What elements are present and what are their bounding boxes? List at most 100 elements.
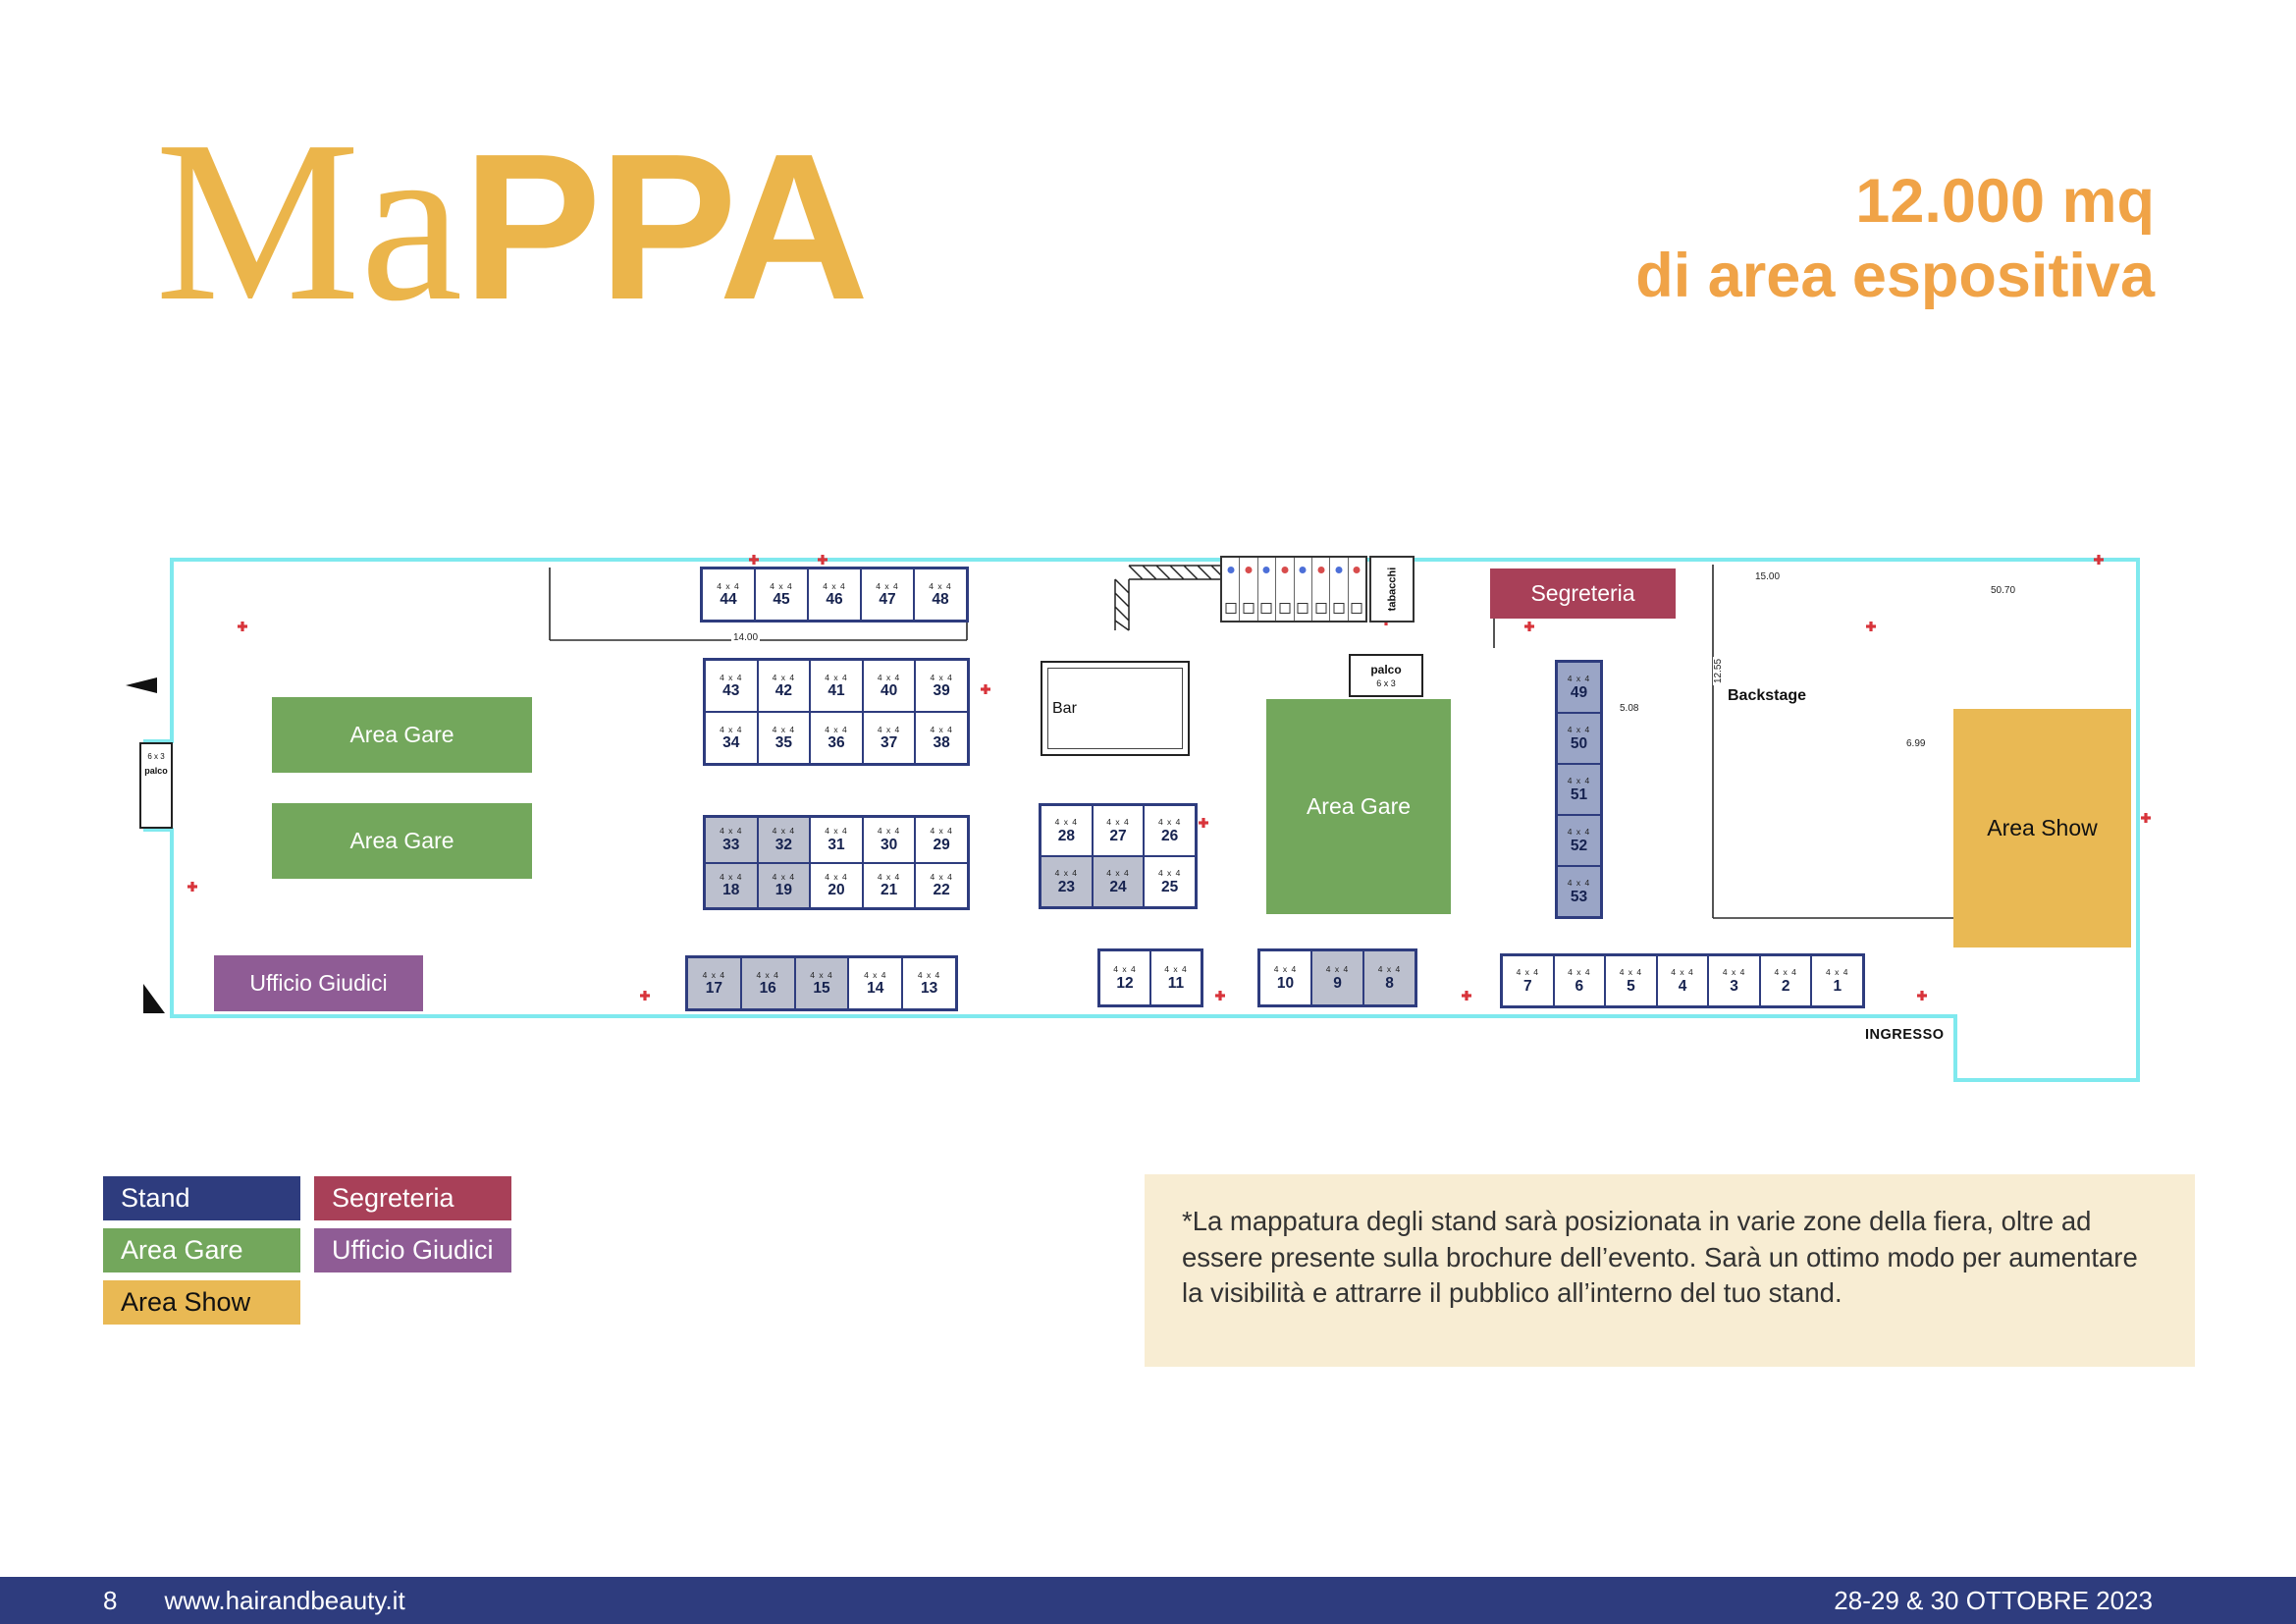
palco-size-label: 6 x 3 — [1376, 678, 1396, 688]
stand-cell: 4 x 4 13 — [902, 957, 956, 1009]
stand-cell: 4 x 4 46 — [808, 568, 861, 621]
stand-number: 6 — [1575, 977, 1584, 995]
event-dates: 28-29 & 30 OTTOBRE 2023 — [1834, 1585, 2153, 1615]
stand-row-44-48: 4 x 4 44 4 x 4 45 4 x 4 46 4 x 4 47 4 x … — [700, 567, 969, 623]
area-gare-zone: Area Gare — [1266, 699, 1451, 914]
stand-size-label: 4 x 4 — [930, 826, 953, 837]
fire-extinguisher-icon — [981, 684, 990, 694]
stand-number: 29 — [933, 836, 950, 853]
stand-size-label: 4 x 4 — [1106, 868, 1130, 878]
stand-cell: 4 x 4 49 — [1557, 662, 1601, 713]
stand-number: 8 — [1385, 974, 1394, 992]
stand-size-label: 4 x 4 — [756, 969, 779, 980]
stand-size-label: 4 x 4 — [876, 580, 899, 591]
stand-size-label: 4 x 4 — [1113, 964, 1137, 974]
legend-area-gare: Area Gare — [103, 1228, 300, 1272]
page-title-sans-part: PPA — [462, 110, 869, 343]
stand-size-label: 4 x 4 — [1157, 817, 1182, 827]
stand-number: 14 — [867, 980, 884, 997]
stand-size-label: 4 x 4 — [720, 672, 743, 682]
stand-number: 13 — [920, 980, 938, 997]
ufficio-giudici-zone: Ufficio Giudici — [214, 955, 423, 1011]
stand-size-label: 4 x 4 — [772, 826, 796, 837]
fire-extinguisher-icon — [2094, 555, 2104, 565]
stand-number: 50 — [1570, 734, 1588, 752]
stand-number: 24 — [1109, 878, 1127, 895]
dimension-label: 12.55 — [1713, 656, 1725, 686]
stand-size-label: 4 x 4 — [1164, 964, 1188, 974]
stand-block-26-28-23-25: 4 x 4 28 4 x 4 27 4 x 4 26 4 x 4 23 4 x … — [1039, 803, 1198, 909]
stand-cell: 4 x 4 26 — [1144, 805, 1197, 856]
stand-number: 38 — [933, 734, 950, 751]
stand-number: 43 — [722, 682, 740, 699]
stand-number: 20 — [828, 882, 845, 899]
stand-cell: 4 x 4 14 — [848, 957, 903, 1009]
stand-number: 23 — [1057, 878, 1075, 895]
stand-cell: 4 x 4 52 — [1557, 815, 1601, 866]
stand-size-label: 4 x 4 — [930, 871, 953, 882]
stand-number: 42 — [774, 682, 793, 699]
stand-number: 52 — [1570, 837, 1588, 854]
stand-size-label: 4 x 4 — [1325, 964, 1350, 974]
stand-number: 17 — [705, 980, 723, 997]
stand-cell: 4 x 4 11 — [1150, 950, 1201, 1005]
stand-size-label: 4 x 4 — [1567, 776, 1591, 785]
stand-size-label: 4 x 4 — [1106, 817, 1130, 827]
stand-size-label: 4 x 4 — [930, 672, 953, 682]
stand-number: 47 — [879, 591, 896, 608]
stand-number: 28 — [1057, 827, 1075, 844]
stand-cell: 4 x 4 7 — [1502, 955, 1554, 1006]
wc-stall — [1330, 558, 1349, 621]
stand-size-label: 4 x 4 — [810, 969, 833, 980]
stand-cell: 4 x 4 6 — [1553, 955, 1606, 1006]
fire-extinguisher-icon — [187, 882, 197, 892]
stand-number: 27 — [1109, 827, 1127, 844]
area-gare-zone: Area Gare — [272, 803, 532, 879]
stand-number: 32 — [774, 836, 793, 853]
stand-cell: 4 x 4 35 — [757, 712, 811, 764]
tabacchi-kiosk: tabacchi — [1369, 556, 1415, 623]
stand-size-label: 4 x 4 — [1671, 967, 1694, 977]
stand-size-label: 4 x 4 — [720, 724, 743, 734]
stand-cell: 4 x 4 28 — [1041, 805, 1093, 856]
wc-stall — [1240, 558, 1258, 621]
stand-cell: 4 x 4 42 — [757, 660, 811, 712]
stand-size-label: 4 x 4 — [1054, 868, 1079, 878]
dimension-label: 5.08 — [1618, 703, 1641, 714]
stand-cell: 4 x 4 17 — [687, 957, 741, 1009]
bar-area: Bar — [1041, 661, 1190, 756]
stand-size-label: 4 x 4 — [720, 826, 743, 837]
stand-size-label: 4 x 4 — [717, 580, 740, 591]
stand-number: 39 — [933, 682, 950, 699]
stand-number: 9 — [1333, 974, 1342, 992]
stand-cell: 4 x 4 22 — [915, 862, 968, 908]
stand-block-39-43-34-38: 4 x 4 43 4 x 4 42 4 x 4 41 4 x 4 40 4 x … — [703, 658, 970, 766]
stand-size-label: 4 x 4 — [877, 724, 901, 734]
stand-cell: 4 x 4 18 — [705, 862, 758, 908]
stand-number: 48 — [932, 591, 949, 608]
tabacchi-label: tabacchi — [1386, 567, 1399, 612]
fire-extinguisher-icon — [238, 622, 247, 631]
stand-number: 35 — [774, 734, 793, 751]
stand-cell: 4 x 4 27 — [1092, 805, 1145, 856]
stand-cell: 4 x 4 44 — [702, 568, 755, 621]
stand-size-label: 4 x 4 — [864, 969, 887, 980]
stand-cell: 4 x 4 53 — [1557, 866, 1601, 917]
stand-row-1-7: 4 x 4 7 4 x 4 6 4 x 4 5 4 x 4 4 4 x 4 3 … — [1500, 953, 1865, 1008]
wc-stall — [1295, 558, 1312, 621]
stand-row-11-12: 4 x 4 12 4 x 4 11 — [1097, 948, 1203, 1007]
stand-size-label: 4 x 4 — [1567, 827, 1591, 837]
stand-size-label: 4 x 4 — [917, 969, 941, 980]
note-box: *La mappatura degli stand sarà posiziona… — [1145, 1174, 2195, 1367]
palco-label: palco — [1370, 663, 1402, 677]
stand-row-13-17: 4 x 4 17 4 x 4 16 4 x 4 15 4 x 4 14 4 x … — [685, 955, 958, 1011]
legend-stand: Stand — [103, 1176, 300, 1220]
website-text: www.hairandbeauty.it — [164, 1585, 405, 1615]
dimension-label: 14.00 — [731, 632, 761, 643]
stand-cell: 4 x 4 41 — [810, 660, 863, 712]
headline: 12.000 mq di area espositiva — [1635, 165, 2155, 313]
note-text: *La mappatura degli stand sarà posiziona… — [1182, 1206, 2138, 1309]
stand-size-label: 4 x 4 — [720, 871, 743, 882]
stand-cell: 4 x 4 3 — [1708, 955, 1760, 1006]
palco-size-label: 6 x 3 — [147, 752, 165, 761]
